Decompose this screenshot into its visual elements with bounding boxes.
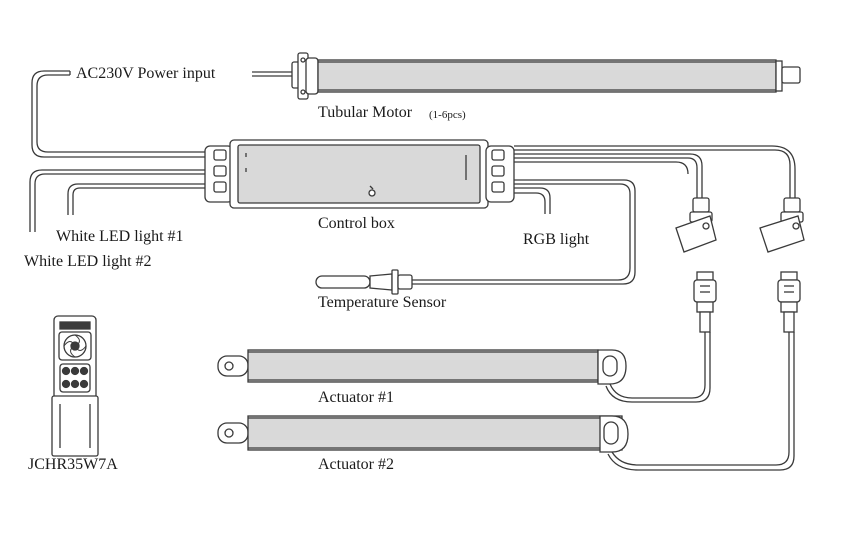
white-led-1-cable <box>67 183 205 215</box>
temperature-sensor-label: Temperature Sensor <box>318 294 447 311</box>
rgb-light-cable <box>514 187 551 214</box>
actuator-2 <box>217 415 629 453</box>
tubular-motor-label: Tubular Motor <box>318 104 413 121</box>
actuator-1-label: Actuator #1 <box>318 389 394 406</box>
actuator-2-upper-cable <box>514 145 796 198</box>
actuator-1 <box>217 349 627 385</box>
actuator-1-lower-cable <box>605 332 711 403</box>
remote-control <box>51 315 99 457</box>
connector-2 <box>759 197 805 333</box>
remote-model-label: JCHR35W7A <box>28 456 118 473</box>
white-led-1-label: White LED light #1 <box>56 228 184 245</box>
connector-1 <box>675 197 717 333</box>
power-input-cable <box>31 70 205 158</box>
actuator-2-label: Actuator #2 <box>318 456 394 473</box>
tubular-motor <box>291 52 801 100</box>
white-led-2-cable <box>29 169 205 232</box>
motor-cable <box>252 71 292 77</box>
actuator-2-lower-cable <box>607 332 795 471</box>
temperature-sensor <box>315 269 413 295</box>
power-input-label: AC230V Power input <box>76 65 216 82</box>
control-box <box>204 139 515 209</box>
temperature-sensor-cable <box>412 179 636 285</box>
actuator-1-upper-cable <box>514 153 703 198</box>
control-box-label: Control box <box>318 215 395 232</box>
rgb-light-label: RGB light <box>523 231 590 248</box>
white-led-2-label: White LED light #2 <box>24 253 152 270</box>
tubular-motor-qty-label: (1-6pcs) <box>429 109 466 121</box>
